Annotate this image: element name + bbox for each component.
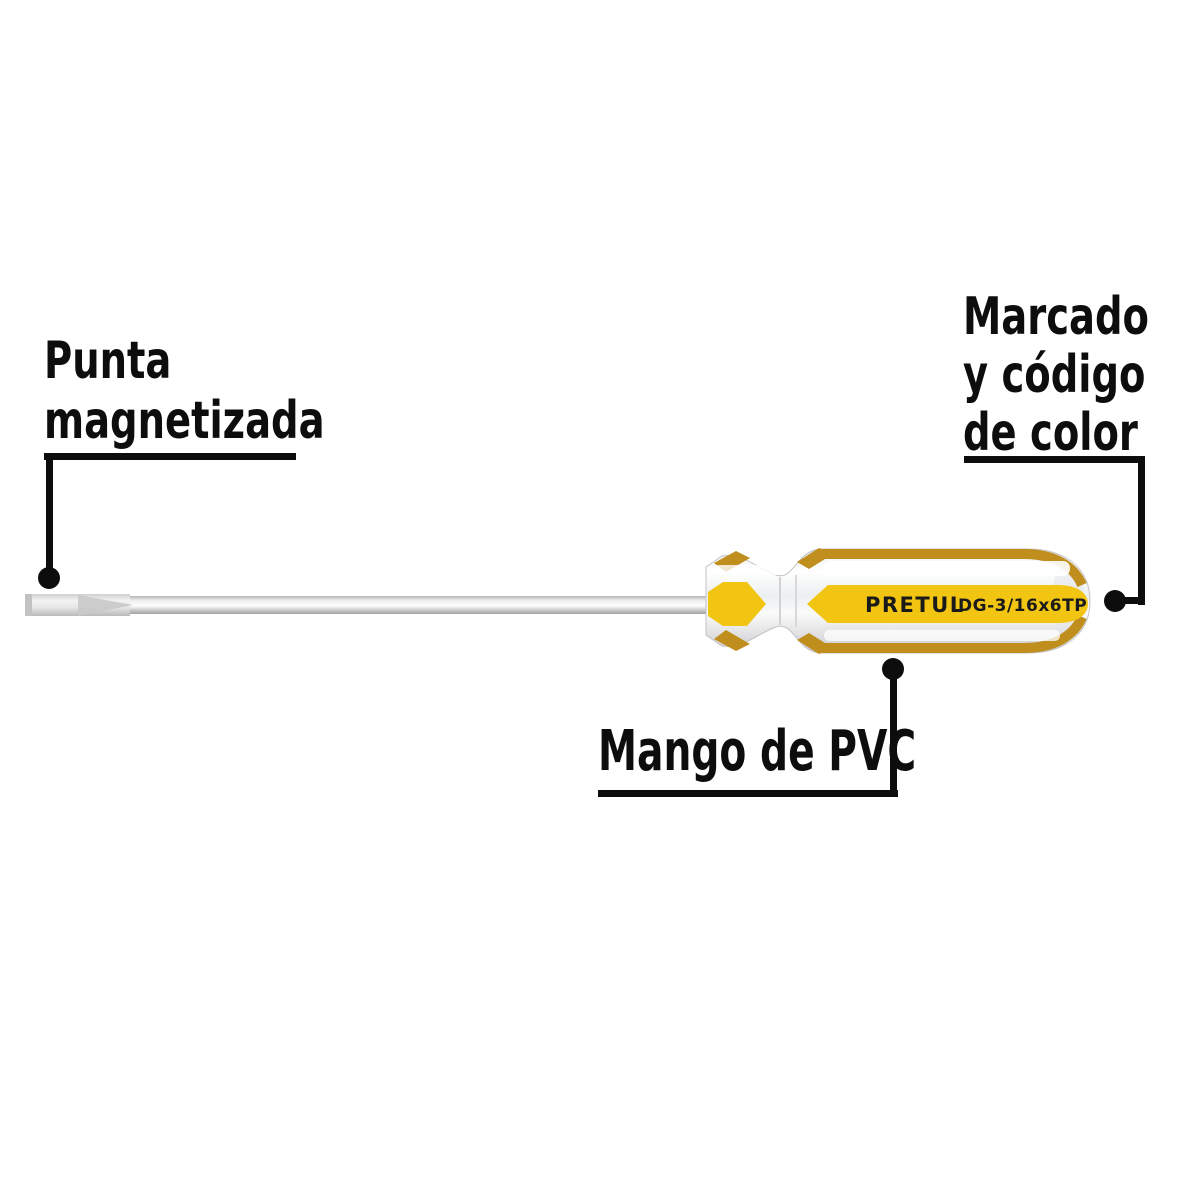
label-mango-text: Mango de PVC [598, 719, 917, 784]
label-marcado-line2: y código [963, 345, 1146, 405]
label-marcado-codigo: Marcado y código de color [963, 288, 1149, 462]
label-marcado-line3: de color [963, 403, 1138, 463]
blade-end-face [25, 594, 32, 616]
screwdriver-shaft [126, 596, 708, 614]
label-punta-line1: Punta [44, 331, 172, 391]
marking-callout-connector-line [1115, 597, 1142, 604]
handle-callout-dot [882, 658, 904, 680]
marking-callout-vertical-line [1138, 456, 1145, 605]
label-mango-pvc: Mango de PVC [598, 722, 916, 782]
marking-callout-underline [964, 456, 1145, 463]
model-text: DG-3/16x6TP [958, 596, 1087, 616]
tip-callout-vertical-line [46, 453, 53, 570]
brand-text: PRETUL [865, 593, 965, 617]
handle-yellow-core [708, 582, 766, 626]
handle-gold-stripe-top [822, 549, 1087, 588]
blade-bevel [78, 595, 133, 616]
handle-gold-wedge-bottom-left [714, 630, 750, 651]
handle-glare-bottom [824, 630, 1060, 641]
label-marcado-line1: Marcado [963, 287, 1149, 347]
tip-callout-dot [38, 567, 60, 589]
label-punta-magnetizada: Punta magnetizada [44, 331, 325, 451]
handle-callout-vertical-line [890, 669, 897, 790]
label-punta-line2: magnetizada [44, 391, 325, 451]
marking-callout-dot [1104, 590, 1126, 612]
handle-gold-stripe-bottom [822, 614, 1087, 653]
neck-glare [714, 565, 784, 575]
tip-callout-underline [44, 453, 296, 460]
handle-yellow-band [807, 585, 1088, 623]
screwdriver-illustration: PRETUL DG-3/16x6TP [25, 548, 1091, 654]
handle-glare-top [824, 561, 1070, 576]
handle-callout-underline [598, 790, 898, 797]
